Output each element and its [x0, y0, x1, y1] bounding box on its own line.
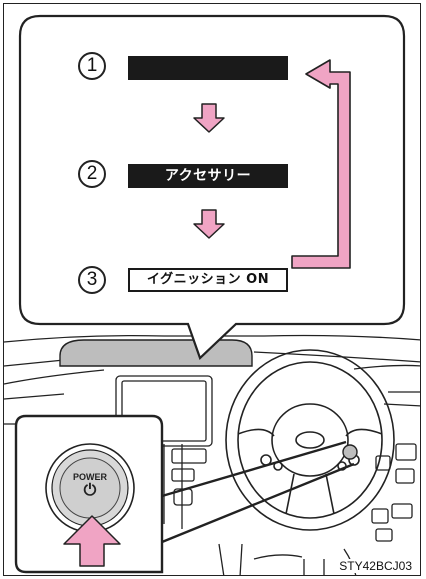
return-arrow: [291, 59, 351, 269]
step-number-3: 3: [78, 266, 106, 294]
step-number-1: 1: [78, 52, 106, 80]
figure-code: STY42BCJ03: [337, 559, 414, 573]
press-arrow: [63, 515, 121, 567]
down-arrow-1: [193, 103, 225, 133]
mode-label-off: [128, 56, 288, 80]
power-icon: ⏻: [83, 482, 97, 499]
step-number-2: 2: [78, 160, 106, 188]
power-button-label: POWER: [72, 472, 107, 482]
mode-label-accessory: アクセサリー: [128, 164, 288, 188]
diagram-frame: 1 2 3 アクセサリー イグニッション ON POWER ⏻ STY42BCJ…: [3, 3, 421, 576]
mode-label-ignition-on: イグニッション ON: [128, 268, 288, 292]
button-location-marker: [342, 444, 358, 460]
down-arrow-2: [193, 209, 225, 239]
